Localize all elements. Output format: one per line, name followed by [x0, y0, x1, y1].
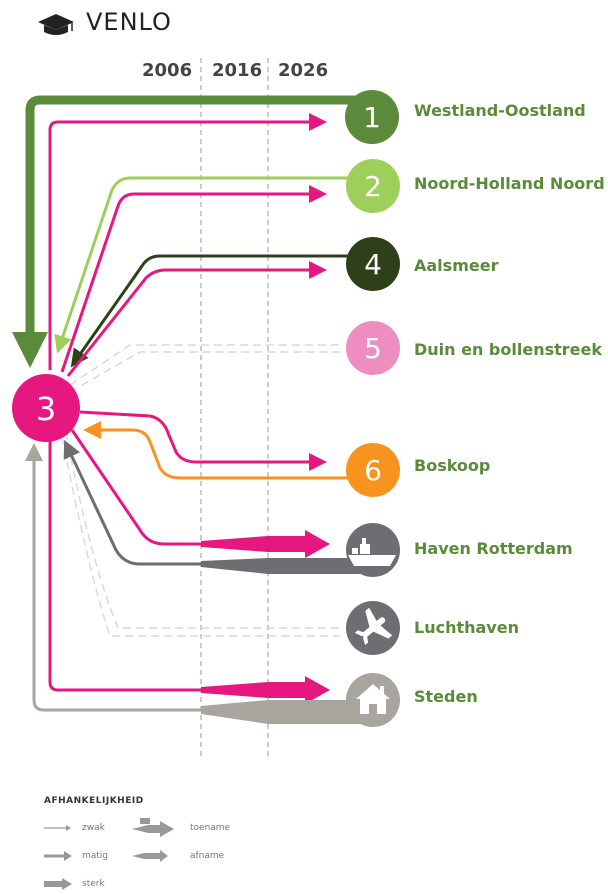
graduation-cap-icon	[38, 14, 74, 35]
node-steden[interactable]	[346, 673, 400, 727]
flow-noordholland-to-3	[54, 176, 350, 354]
node-noordholland[interactable]	[346, 159, 400, 213]
flow-3-to-westland	[48, 113, 327, 370]
flow-3-to-noordholland	[60, 185, 327, 373]
legend-label-zwak: zwak	[82, 823, 105, 833]
flow-haven-to-3-growth	[201, 558, 360, 574]
label-steden[interactable]: Steden	[414, 687, 478, 706]
flow-boskoop-to-3	[83, 421, 350, 480]
label-boskoop[interactable]: Boskoop	[414, 456, 491, 475]
node-westland[interactable]	[345, 90, 399, 144]
flow-3-to-boskoop	[79, 410, 327, 471]
legend-title: AFHANKELIJKHEID	[44, 796, 144, 806]
flow-aalsmeer-to-3	[70, 254, 350, 368]
node-aalsmeer[interactable]	[346, 237, 400, 291]
label-duin[interactable]: Duin en bollenstreek	[414, 340, 602, 359]
label-westland[interactable]: Westland-Oostland	[414, 101, 586, 120]
node-westland-number: 1	[363, 101, 381, 134]
legend-label-sterk: sterk	[82, 879, 105, 889]
flow-haven-to-3	[63, 439, 201, 566]
airplane-icon	[354, 607, 393, 646]
node-noordholland-number: 2	[364, 170, 382, 203]
label-haven[interactable]: Haven Rotterdam	[414, 539, 573, 558]
node-boskoop-number: 6	[364, 454, 382, 487]
node-duin-number: 5	[364, 332, 382, 365]
legend-arrow-toename	[132, 821, 174, 837]
flow-steden-to-3-growth	[201, 700, 360, 724]
year-label-2016: 2016	[212, 60, 263, 81]
label-luchthaven[interactable]: Luchthaven	[414, 618, 519, 637]
legend-arrows	[44, 818, 174, 890]
flow-westland-to-3	[12, 95, 372, 368]
node-aalsmeer-number: 4	[364, 248, 382, 281]
node-center-3[interactable]	[12, 374, 80, 442]
flow-3-to-aalsmeer	[66, 261, 327, 377]
node-center-3-number: 3	[36, 390, 56, 428]
label-noordholland[interactable]: Noord-Holland Noord	[414, 174, 605, 193]
ship-icon	[348, 538, 396, 566]
legend-label-matig: matig	[82, 851, 109, 861]
page-title: VENLO	[86, 8, 172, 36]
year-label-2006: 2006	[142, 60, 193, 81]
flow-3-to-haven	[70, 429, 201, 546]
label-aalsmeer[interactable]: Aalsmeer	[414, 256, 499, 275]
legend-label-afname: afname	[190, 851, 225, 861]
flow-steden-to-3	[25, 443, 201, 712]
node-boskoop[interactable]	[346, 443, 400, 497]
year-label-2026: 2026	[278, 60, 329, 81]
flow-3-to-steden-growth	[201, 676, 330, 704]
node-luchthaven[interactable]	[346, 601, 400, 655]
node-duin[interactable]	[346, 321, 400, 375]
legend-label-toename: toename	[190, 823, 231, 833]
flow-3-to-haven-growth	[201, 530, 330, 558]
legend-arrow-afname	[132, 850, 168, 862]
flow-3-to-steden	[48, 432, 201, 692]
node-haven[interactable]	[346, 523, 400, 577]
weak-connections	[61, 344, 340, 637]
